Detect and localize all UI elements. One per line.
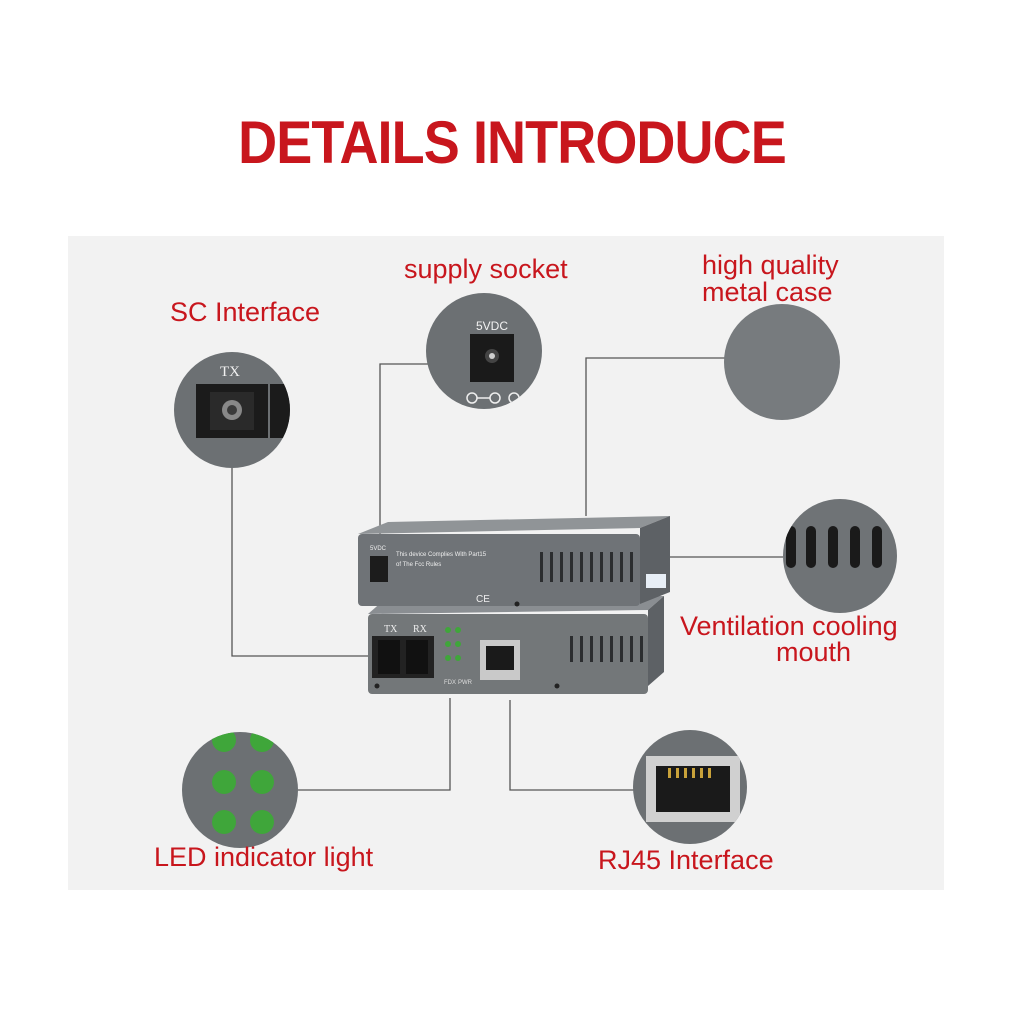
- led-indicator-zoom: [182, 732, 298, 848]
- led-indicator-label: LED indicator light: [154, 842, 374, 872]
- ventilation-zoom: [783, 499, 897, 613]
- case-callout-line: [585, 357, 726, 516]
- compliance-line-2: of The Fcc Rules: [396, 562, 441, 568]
- metal-case-label-line1: high quality: [702, 250, 839, 280]
- rj45-interface-zoom: [633, 730, 747, 844]
- callout-lines: [231, 357, 783, 791]
- zoom-socket-voltage: 5VDC: [476, 319, 508, 333]
- power-socket: [370, 556, 388, 582]
- top-voltage-label: 5VDC: [370, 546, 387, 552]
- compliance-line-1: This device Complies With Part15: [396, 552, 487, 558]
- ventilation-label-line2: mouth: [776, 637, 852, 667]
- pwr-label: PWR: [458, 680, 473, 686]
- device-leds: [445, 627, 461, 661]
- sc-interface-zoom: TX: [174, 352, 290, 468]
- rj45-callout-line: [509, 700, 634, 791]
- led-callout-line: [298, 698, 451, 791]
- lower-converter: TX RX FDX PWR: [368, 596, 664, 694]
- fdx-label: FDX: [444, 680, 456, 686]
- supply-socket-label: supply socket: [404, 254, 568, 284]
- tx-label: TX: [384, 624, 398, 635]
- lower-vent-slots: [570, 636, 643, 662]
- sc-interface-label: SC Interface: [170, 297, 321, 327]
- page-title: DETAILS INTRODUCE: [238, 109, 787, 176]
- rj45-interface-label: RJ45 Interface: [598, 845, 774, 875]
- upper-converter: 5VDC This device Complies With Part15 of…: [358, 516, 670, 607]
- sc-callout-line: [231, 468, 375, 657]
- metal-case-label-line2: metal case: [702, 277, 833, 307]
- ventilation-label-line1: Ventilation cooling: [680, 611, 898, 641]
- upper-vent-slots: [540, 552, 633, 582]
- supply-callout-line: [379, 363, 432, 548]
- zoom-sc-tx: TX: [220, 364, 240, 380]
- supply-socket-zoom: 5VDC: [426, 293, 542, 409]
- ce-mark: CE: [476, 594, 490, 605]
- rx-label: RX: [413, 624, 428, 635]
- metal-case-zoom: [724, 304, 840, 420]
- sticker: [646, 574, 666, 588]
